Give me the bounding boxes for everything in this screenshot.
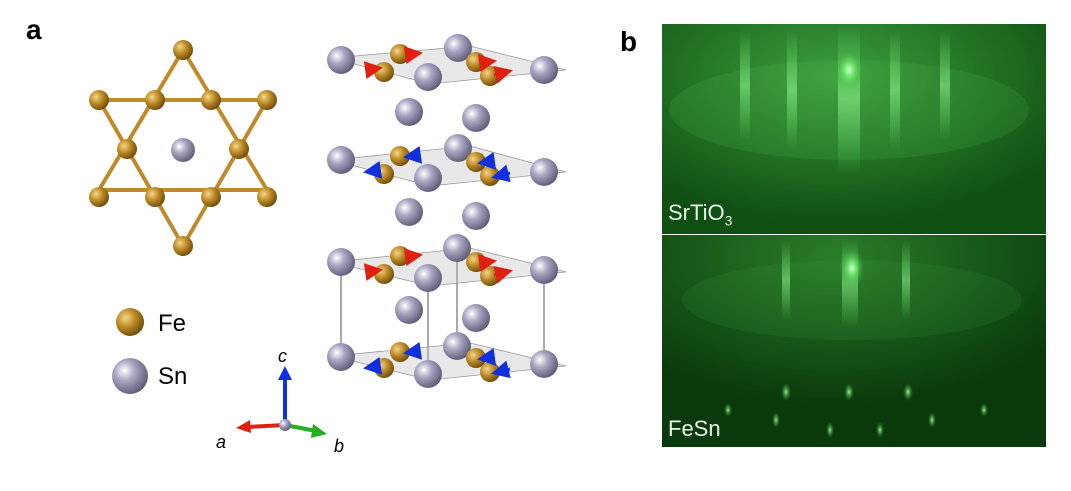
fe-atom (173, 236, 193, 256)
axis-c-label: c (278, 346, 287, 366)
rheed-specular-spot (839, 248, 865, 288)
fe-atom (257, 90, 277, 110)
fe-atom (89, 90, 109, 110)
sn-atom (395, 98, 423, 126)
axis-a-label: a (216, 432, 227, 452)
sn-atom (171, 138, 195, 162)
crystal-structure (327, 34, 567, 388)
panel-label-a: a (26, 14, 42, 45)
legend-sn-label: Sn (158, 363, 188, 390)
rheed-srtio3-subscript: 3 (724, 212, 733, 229)
fe-atom (117, 139, 137, 159)
legend-fe-label: Fe (158, 310, 187, 337)
kagome-layer (327, 134, 567, 192)
fe-atom (257, 187, 277, 207)
sn-atom (395, 296, 423, 324)
rheed-srtio3-main: SrTiO (668, 200, 725, 225)
axis-b-arrowhead (311, 424, 327, 438)
axis-a-arrowhead (236, 420, 251, 433)
fe-atom (229, 139, 249, 159)
axis-triad (236, 366, 327, 438)
fe-atom (89, 187, 109, 207)
sn-atom (462, 304, 490, 332)
fe-atom (145, 187, 165, 207)
rheed-srtio3-label: SrTiO3 (668, 200, 732, 228)
fe-atom (201, 187, 221, 207)
kagome-star-diagram (89, 40, 277, 256)
legend-sn-swatch (112, 358, 148, 394)
axis-b-label: b (334, 436, 345, 456)
rheed-image-fesn (662, 235, 1046, 447)
panel-label-b: b (620, 26, 638, 57)
fe-atoms (89, 40, 277, 256)
rheed-streak (902, 240, 910, 320)
rheed-specular-spot (835, 50, 863, 90)
kagome-layer (327, 332, 567, 388)
rheed-fesn-label: FeSn (668, 416, 721, 441)
rheed-image-srtio3 (662, 24, 1046, 234)
rheed-streak (782, 240, 790, 320)
sn-atom (462, 202, 490, 230)
fe-atom (201, 90, 221, 110)
rheed-streak (740, 30, 750, 140)
axis-c-arrowhead (278, 366, 292, 380)
sn-atom (462, 104, 490, 132)
kagome-bonds (95, 46, 271, 251)
rheed-streak (890, 30, 900, 150)
rheed-streak (787, 30, 797, 150)
fe-atom (173, 40, 193, 60)
axis-origin (279, 419, 291, 431)
fe-atom (145, 90, 165, 110)
axis-a-arrow (247, 423, 286, 429)
legend-fe-swatch (116, 308, 144, 336)
rheed-streak (940, 30, 950, 140)
sn-atom (395, 198, 423, 226)
rheed-diffraction-spots (724, 383, 988, 438)
kagome-layer (327, 34, 567, 91)
kagome-layer (327, 234, 567, 292)
